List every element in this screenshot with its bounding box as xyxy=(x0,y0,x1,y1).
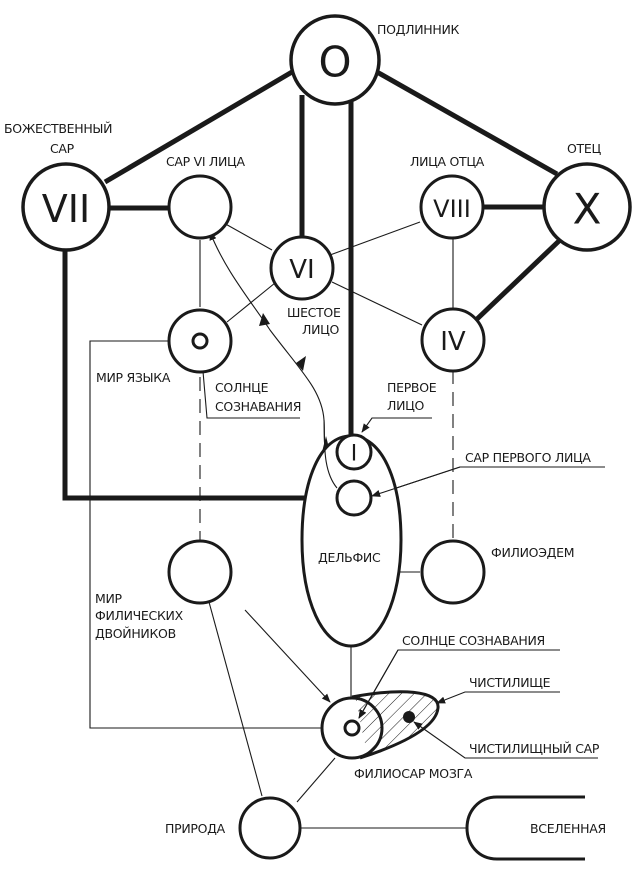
label-brain-philiosar: ФИЛИОСАР МОЗГА xyxy=(354,766,473,781)
node-father-numeral: X xyxy=(573,185,602,234)
node-sar-vi-circle xyxy=(167,174,233,240)
label-purgatory: ЧИСТИЛИЩЕ xyxy=(469,675,551,690)
node-universe-shape xyxy=(465,795,585,861)
label-sun-awareness-2: СОЛНЦЕ СОЗНАВАНИЯ xyxy=(402,633,545,648)
node-delphis: I xyxy=(300,433,403,648)
node-nature-circle xyxy=(238,796,302,860)
arrowhead xyxy=(259,313,270,326)
label-doubles-2: ФИЛИЧЕСКИХ xyxy=(95,608,184,623)
label-father: ОТЕЦ xyxy=(567,141,601,156)
node-father: X xyxy=(542,162,632,252)
arrow-segment xyxy=(371,466,461,497)
node-brain-circle xyxy=(320,696,384,760)
node-brain-philiosar xyxy=(320,690,440,760)
edge-vii-sarfirst xyxy=(62,248,335,501)
edge-brain-nature xyxy=(296,757,336,803)
brain-sun-dot xyxy=(343,719,361,737)
arrow-segment xyxy=(323,419,338,489)
purgatory-outline xyxy=(351,690,440,760)
label-purgatory-sar: ЧИСТИЛИЩНЫЙ САР xyxy=(469,741,600,756)
label-divine-sar-2: САР xyxy=(50,141,75,156)
arrow-purgatory xyxy=(436,691,560,704)
thick-connections xyxy=(62,69,562,501)
edge-x-iv xyxy=(474,238,562,322)
arrow-doubles-to-brain xyxy=(244,609,331,703)
node-sixth-face: VI xyxy=(269,235,335,301)
node-world-of-doubles-circle xyxy=(167,539,233,605)
node-first-face-numeral: I xyxy=(351,442,358,467)
label-world-of-language: МИР ЯЗЫКА xyxy=(96,370,171,385)
node-sixth-face-circle xyxy=(269,235,335,301)
arrow-segment xyxy=(358,649,399,719)
node-original-circle xyxy=(289,14,381,106)
label-nature: ПРИРОДА xyxy=(165,821,226,836)
delphis-shape xyxy=(300,434,403,648)
node-faces-of-father: VIII xyxy=(419,174,485,240)
node-fourth-numeral: IV xyxy=(440,327,466,357)
arrow-first-face xyxy=(361,417,432,433)
edge-vi-viii xyxy=(329,221,421,256)
edge-doubles-nature xyxy=(208,601,263,797)
label-delphis: ДЕЛЬФИС xyxy=(318,550,381,565)
node-divine-sar-circle xyxy=(21,162,111,252)
edge-world-brain xyxy=(89,340,322,729)
arrow-purgatory-sar xyxy=(413,721,598,759)
arrowhead xyxy=(296,356,306,371)
label-sixth-face-2: ЛИЦО xyxy=(302,322,340,337)
edge-o-x xyxy=(375,69,559,177)
node-divine-sar: VII xyxy=(21,162,111,252)
sun-of-awareness-dot xyxy=(191,332,209,350)
label-sixth-face-1: ШЕСТОЕ xyxy=(287,305,341,320)
label-first-face-1: ПЕРВОЕ xyxy=(387,380,437,395)
node-father-circle xyxy=(542,162,632,252)
node-original-numeral: O xyxy=(318,38,351,87)
node-sixth-face-numeral: VI xyxy=(289,255,314,285)
purgatory-sar-dot xyxy=(403,711,415,723)
label-sar-first-face: САР ПЕРВОГО ЛИЦА xyxy=(465,450,591,465)
node-sar-first-face-circle xyxy=(335,479,373,517)
node-faces-of-father-numeral: VIII xyxy=(433,195,471,223)
node-fourth-circle xyxy=(420,307,486,373)
label-universe: ВСЕЛЕННАЯ xyxy=(530,821,606,836)
node-world-of-language xyxy=(167,308,233,374)
label-philioedem: ФИЛИОЭДЕМ xyxy=(491,545,574,560)
edge-o-vii xyxy=(103,69,294,185)
label-sar-vi: САР VI ЛИЦА xyxy=(166,154,245,169)
label-sun-awareness-1a: СОЛНЦЕ xyxy=(215,380,269,395)
arrow-sar-first-face xyxy=(371,466,605,497)
node-first-face-circle xyxy=(335,433,373,471)
node-original: O xyxy=(289,14,381,106)
node-philioedem-circle xyxy=(420,539,486,605)
label-divine-sar-1: БОЖЕСТВЕННЫЙ xyxy=(4,121,112,136)
label-doubles-1: МИР xyxy=(95,591,123,606)
label-first-face-2: ЛИЦО xyxy=(387,398,425,413)
node-divine-sar-numeral: VII xyxy=(42,187,90,231)
node-faces-of-father-circle xyxy=(419,174,485,240)
label-faces-of-father: ЛИЦА ОТЦА xyxy=(410,154,485,169)
labels: ПОДЛИННИК БОЖЕСТВЕННЫЙ САР ОТЕЦ САР VI Л… xyxy=(4,22,606,836)
label-doubles-3: ДВОЙНИКОВ xyxy=(95,626,176,641)
edge-sarvi-vi xyxy=(221,221,273,251)
edge-vi-iv xyxy=(331,281,423,326)
label-sun-awareness-1b: СОЗНАВАНИЯ xyxy=(215,399,301,414)
node-fourth: IV xyxy=(420,307,486,373)
label-original: ПОДЛИННИК xyxy=(377,22,460,37)
